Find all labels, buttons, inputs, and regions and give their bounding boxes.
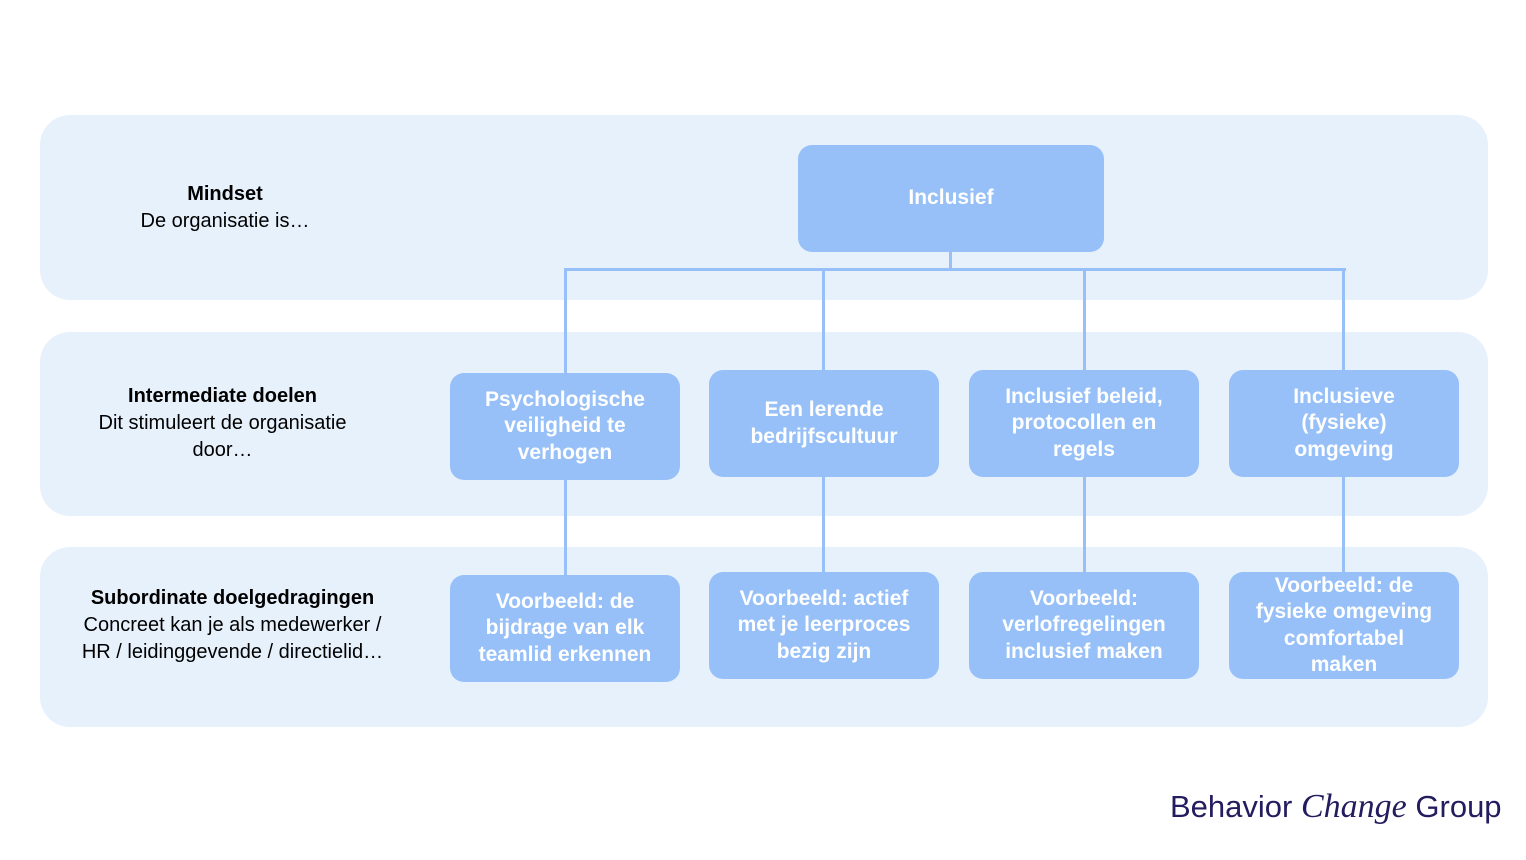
goal-node-1: Psychologische veiligheid te verhogen xyxy=(450,373,680,480)
goal-connector-3 xyxy=(1083,268,1086,371)
goal-node-1-line1: Psychologische xyxy=(485,387,645,411)
goal-node-1-line3: verhogen xyxy=(517,440,613,464)
logo-part-group: Group xyxy=(1415,789,1502,824)
goal-node-3-line1: Inclusief beleid, xyxy=(1005,384,1163,408)
goal-connector-1 xyxy=(564,268,567,374)
behavior-node-2-line1: Voorbeeld: actief xyxy=(739,586,909,610)
behavior-node-2-line2: met je leerproces xyxy=(737,613,911,637)
logo-part-change: Change xyxy=(1300,788,1407,825)
goal-node-1-line2: veiligheid te xyxy=(504,414,626,438)
goal-node-4: Inclusieve (fysieke) omgeving xyxy=(1229,370,1459,477)
mindset-subtitle: De organisatie is… xyxy=(140,210,310,232)
behavior-connector-1 xyxy=(564,478,567,576)
behavior-node-4-line3: comfortabel xyxy=(1283,626,1405,650)
intermediate-subtitle-line1: Dit stimuleert de organisatie xyxy=(98,412,347,434)
behavior-node-3: Voorbeeld: verlofregelingen inclusief ma… xyxy=(969,572,1199,679)
root-node-inclusief: Inclusief xyxy=(798,145,1104,252)
root-node-label: Inclusief xyxy=(908,186,994,210)
goal-node-2-line2: bedrijfscultuur xyxy=(750,424,898,448)
goal-connector-2 xyxy=(822,268,825,371)
behavior-node-1: Voorbeeld: de bijdrage van elk teamlid e… xyxy=(450,575,680,682)
behavior-connector-4 xyxy=(1342,475,1345,573)
behavior-connector-2 xyxy=(822,475,825,573)
root-connector xyxy=(949,250,952,270)
behavior-change-group-logo: Behavior Change Group xyxy=(1170,788,1502,826)
behavior-connector-3 xyxy=(1083,475,1086,573)
behavior-node-4-line2: fysieke omgeving xyxy=(1255,600,1433,623)
behavior-node-1-line3: teamlid erkennen xyxy=(478,642,652,666)
behavior-node-4: Voorbeeld: de fysieke omgeving comfortab… xyxy=(1229,572,1459,679)
goal-node-4-line1: Inclusieve xyxy=(1293,384,1395,408)
goal-node-2-line1: Een lerende xyxy=(764,398,884,421)
goal-node-3-line2: protocollen en xyxy=(1011,411,1157,435)
mindset-title: Mindset xyxy=(187,183,263,205)
subordinate-subtitle-line1: Concreet kan je als medewerker / xyxy=(83,614,382,636)
subordinate-subtitle-line2: HR / leidinggevende / directielid… xyxy=(81,641,384,663)
mindset-label: Mindset De organisatie is… xyxy=(100,181,350,235)
logo-part-behavior: Behavior xyxy=(1170,789,1293,824)
behavior-node-2-line3: bezig zijn xyxy=(776,639,872,663)
horizontal-connector xyxy=(564,268,1346,271)
intermediate-title: Intermediate doelen xyxy=(128,385,317,407)
behavior-node-4-line1: Voorbeeld: de xyxy=(1274,573,1414,597)
behavior-node-2: Voorbeeld: actief met je leerproces bezi… xyxy=(709,572,939,679)
subordinate-label: Subordinate doelgedragingen Concreet kan… xyxy=(40,585,425,666)
goal-node-2: Een lerende bedrijfscultuur xyxy=(709,370,939,477)
intermediate-label: Intermediate doelen Dit stimuleert de or… xyxy=(60,383,385,464)
behavior-node-3-line3: inclusief maken xyxy=(1005,639,1163,663)
behavior-node-3-line2: verlofregelingen xyxy=(1002,613,1166,637)
subordinate-title: Subordinate doelgedragingen xyxy=(90,587,375,609)
intermediate-subtitle-line2: door… xyxy=(192,439,253,461)
goal-node-3: Inclusief beleid, protocollen en regels xyxy=(969,370,1199,477)
goal-node-3-line3: regels xyxy=(1053,437,1115,461)
behavior-node-4-line4: maken xyxy=(1310,653,1378,676)
behavior-node-1-line1: Voorbeeld: de xyxy=(495,589,635,613)
goal-connector-4 xyxy=(1342,268,1345,371)
behavior-node-3-line1: Voorbeeld: xyxy=(1029,586,1139,610)
goal-node-4-line3: omgeving xyxy=(1294,437,1394,461)
goal-node-4-line2: (fysieke) xyxy=(1301,411,1387,435)
behavior-node-1-line2: bijdrage van elk xyxy=(485,616,645,640)
